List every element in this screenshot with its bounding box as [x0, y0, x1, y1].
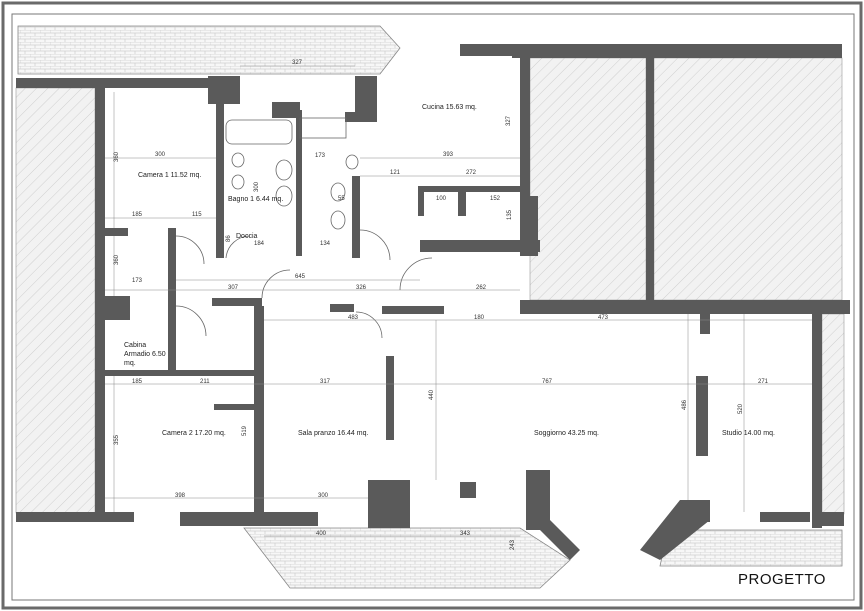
- room-label-camera2: Camera 2 17.20 mq.: [162, 430, 226, 437]
- dim-label: 173: [132, 278, 143, 284]
- terrace-south: [243, 527, 571, 589]
- room-label-studio: Studio 14.00 mq.: [722, 430, 775, 437]
- dim-label: 300: [254, 181, 260, 192]
- dim-label: 645: [295, 274, 306, 280]
- dim-label: 272: [466, 170, 477, 176]
- dim-label: 327: [506, 115, 512, 126]
- dim-label: 185: [132, 212, 143, 218]
- dimension-labels: 327 300 173 393 327 360 300 121 272 55 1…: [114, 60, 769, 550]
- dim-label: 184: [254, 241, 265, 247]
- neighbor-west: [15, 87, 96, 514]
- dim-label: 343: [460, 531, 471, 537]
- dimension-lines: [105, 65, 812, 537]
- neighbor-courtyard-a: [529, 57, 647, 301]
- dim-label: 519: [242, 425, 248, 436]
- dim-label: 173: [315, 153, 326, 159]
- dim-label: 115: [192, 212, 202, 218]
- dim-label: 211: [200, 379, 210, 385]
- dim-label: 262: [476, 285, 487, 291]
- dim-label: 486: [682, 399, 688, 410]
- dim-label: 440: [429, 389, 435, 400]
- room-label-cabina-line3: mq.: [124, 360, 136, 367]
- dim-label: 400: [316, 531, 327, 537]
- dim-label: 393: [443, 152, 454, 158]
- dim-label: 473: [598, 315, 609, 321]
- dim-label: 360: [114, 151, 120, 162]
- dim-label: 326: [356, 285, 367, 291]
- dim-label: 134: [320, 241, 331, 247]
- dim-label: 327: [292, 60, 303, 66]
- dim-label: 180: [474, 315, 485, 321]
- neighbor-courtyard-b: [653, 57, 843, 301]
- bathroom-fixtures: [225, 117, 359, 230]
- dim-label: 185: [132, 379, 143, 385]
- dim-label: 767: [542, 379, 553, 385]
- walls: [16, 44, 850, 560]
- dim-label: 86: [226, 235, 232, 242]
- door-swings: [175, 229, 433, 339]
- outer-boundary: [11, 13, 855, 601]
- dim-label: 271: [758, 379, 769, 385]
- neighbor-east: [821, 313, 845, 515]
- dim-label: 307: [228, 285, 239, 291]
- room-label-soggiorno: Soggiorno 43.25 mq.: [534, 430, 599, 437]
- dim-label: 398: [175, 493, 186, 499]
- dim-label: 300: [318, 493, 329, 499]
- room-label-sala-pranzo: Sala pranzo 16.44 mq.: [298, 430, 368, 437]
- terrace-north: [17, 25, 401, 75]
- drawing-title: PROGETTO: [738, 571, 826, 588]
- room-label-cabina: Cabina: [124, 342, 146, 349]
- dim-label: 520: [738, 403, 744, 414]
- dim-label: 317: [320, 379, 331, 385]
- room-label-bagno1: Bagno 1 6.44 mq.: [228, 196, 283, 203]
- dim-label: 300: [155, 152, 166, 158]
- dim-label: 243: [510, 539, 516, 550]
- room-label-cabina-line2: Armadio 6.50: [124, 351, 166, 358]
- dim-label: 121: [390, 170, 401, 176]
- room-label-doccia: Doccia: [236, 233, 258, 240]
- dim-label: 483: [348, 315, 359, 321]
- dim-label: 355: [114, 434, 120, 445]
- dim-label: 135: [507, 209, 513, 220]
- room-label-cucina: Cucina 15.63 mq.: [422, 104, 477, 111]
- dim-label: 360: [114, 254, 120, 265]
- dim-label: 55: [338, 196, 345, 202]
- dim-label: 100: [436, 196, 447, 202]
- room-label-camera1: Camera 1 11.52 mq.: [138, 172, 201, 179]
- dim-label: 152: [490, 196, 501, 202]
